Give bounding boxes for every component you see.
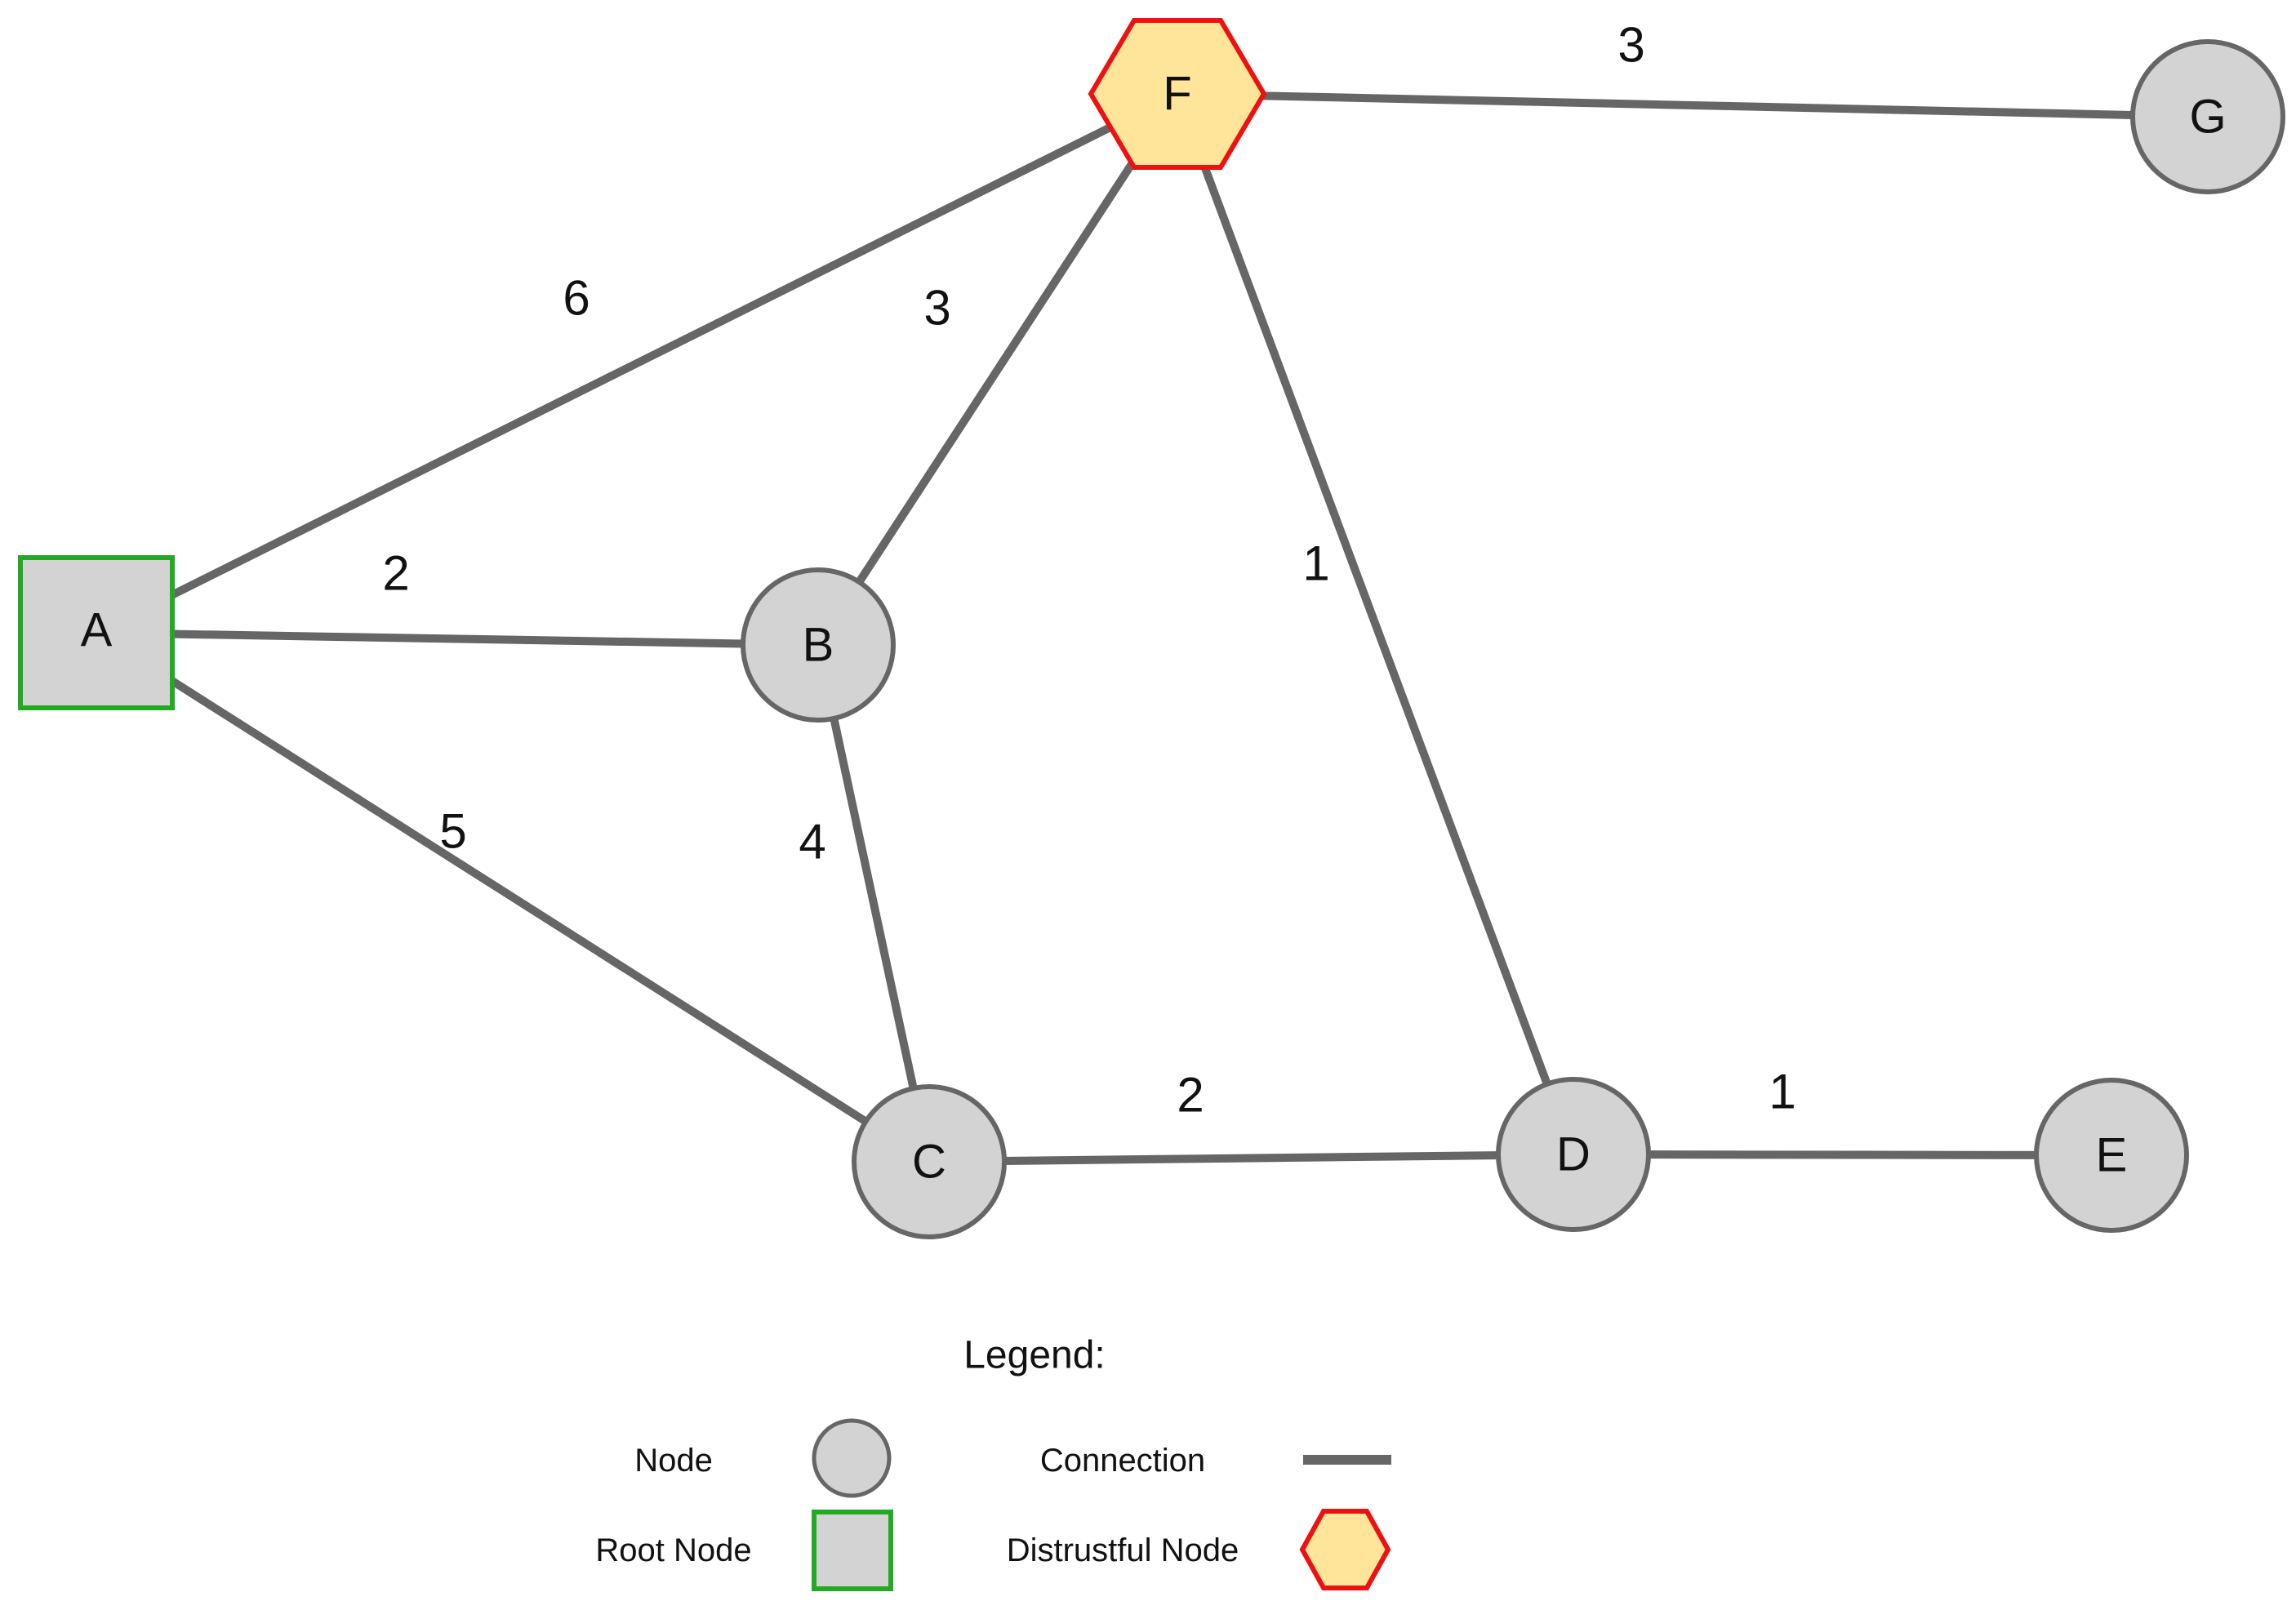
edge-b-f	[814, 90, 1181, 649]
legend-node-icon	[812, 1418, 892, 1498]
edge-weight-a-f: 6	[563, 271, 590, 326]
node-f: F	[1088, 18, 1267, 170]
edge-weight-c-d: 2	[1177, 1068, 1204, 1123]
distrustful-node-shape	[1088, 18, 1267, 170]
edges-layer	[92, 90, 2212, 1166]
node-label: D	[1556, 1128, 1591, 1181]
node-shape	[2130, 39, 2285, 194]
legend: Legend: Node Root Node Connection Distru…	[595, 1334, 1391, 1591]
node-shape	[2034, 1078, 2189, 1233]
edge-b-c	[814, 641, 933, 1166]
node-label: G	[2189, 91, 2226, 144]
legend-node-label: Node	[634, 1443, 713, 1479]
node-label: A	[81, 604, 113, 657]
edge-a-b	[92, 629, 822, 649]
root-node-shape	[18, 555, 175, 710]
node-b: B	[741, 567, 896, 723]
node-label: F	[1163, 68, 1191, 121]
edge-weight-b-c: 4	[799, 815, 825, 869]
edge-weight-f-d: 1	[1302, 536, 1329, 591]
edge-a-c	[92, 629, 933, 1166]
edge-f-d	[1173, 90, 1577, 1159]
node-shape	[741, 567, 896, 723]
edge-weight-a-b: 2	[382, 546, 409, 601]
legend-distrustful-node-label: Distrustful Node	[1007, 1532, 1239, 1568]
edge-c-d	[925, 1150, 1577, 1166]
nodes-layer: A B C D E F G	[18, 18, 2285, 1239]
edge-f-g	[1173, 90, 2212, 121]
node-label: E	[2096, 1129, 2128, 1182]
legend-root-node-label: Root Node	[595, 1532, 751, 1568]
edge-weight-f-g: 3	[1617, 18, 1644, 73]
node-label: B	[803, 619, 834, 672]
edge-labels-layer: 6 2 5 3 4 1 3 2 1	[382, 18, 1795, 1123]
node-a: A	[18, 555, 175, 710]
node-shape	[852, 1084, 1007, 1239]
node-shape	[1496, 1077, 1651, 1232]
edge-d-e	[1569, 1150, 2116, 1159]
node-d: D	[1496, 1077, 1651, 1232]
edge-weight-d-e: 1	[1769, 1065, 1795, 1119]
node-label: C	[912, 1136, 946, 1189]
edge-weight-a-c: 5	[439, 804, 466, 859]
legend-root-node-icon	[812, 1510, 893, 1591]
edge-weight-b-f: 3	[923, 281, 950, 336]
legend-distrustful-node-icon	[1299, 1509, 1391, 1590]
node-c: C	[852, 1084, 1007, 1239]
edge-a-f	[92, 90, 1181, 637]
node-e: E	[2034, 1078, 2189, 1233]
node-g: G	[2130, 39, 2285, 194]
legend-title: Legend:	[963, 1334, 1106, 1377]
legend-connection-label: Connection	[1040, 1443, 1205, 1479]
